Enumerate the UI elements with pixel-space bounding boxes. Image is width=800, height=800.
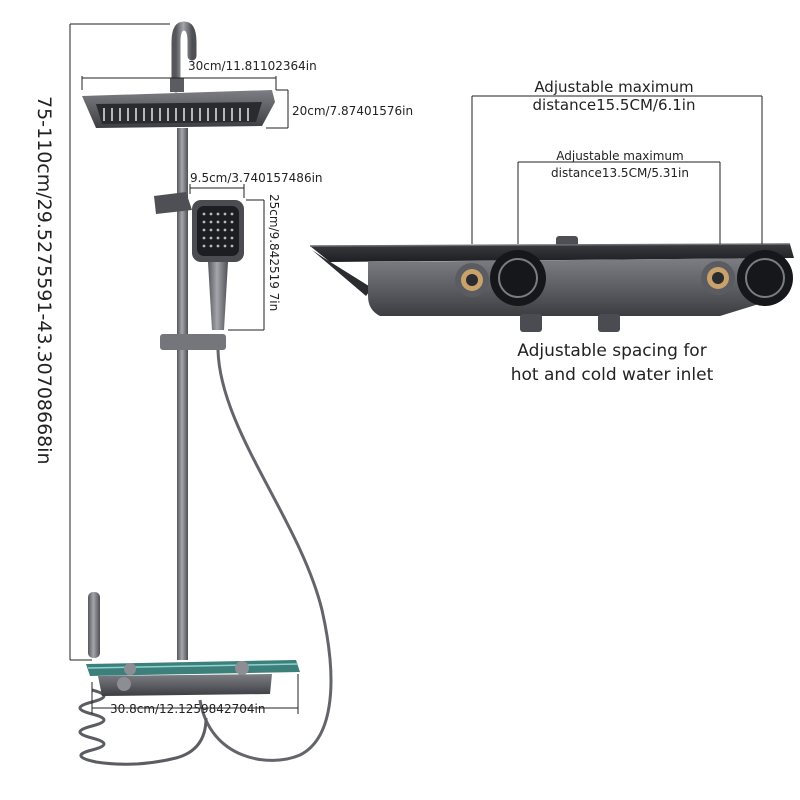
head-connector	[170, 78, 184, 92]
bottom-outlet-right	[598, 314, 620, 332]
overall-height-label: 75-110cm/29.5275591-43.30708668in	[33, 96, 55, 465]
shelf-knob-left	[117, 677, 131, 691]
upper-holder	[154, 192, 192, 214]
handheld-shower	[192, 200, 244, 330]
max-distance-outer-line2: distance15.5CM/6.1in	[533, 96, 696, 114]
handheld-width-label: 9.5cm/3.740157486in	[190, 171, 323, 185]
glass-shelf	[310, 244, 794, 262]
left-dimension-lines	[69, 23, 299, 714]
coiled-hose	[78, 688, 208, 766]
shower-hose	[198, 349, 333, 762]
shower-head-nozzles	[103, 108, 249, 121]
max-distance-outer-line1: Adjustable maximum	[534, 78, 693, 96]
right-dimension-lines	[471, 95, 763, 244]
shower-set	[78, 21, 333, 766]
shelf-body	[98, 674, 272, 696]
spacing-note-line2: hot and cold water inlet	[511, 365, 714, 385]
handheld-length-label: 25cm/9.842519 7in	[267, 194, 281, 311]
shelf-knob-right	[235, 661, 249, 675]
spacing-note-line1: Adjustable spacing for	[517, 341, 706, 361]
head-depth-label: 20cm/7.87401576in	[292, 104, 413, 118]
head-width-label: 30cm/11.81102364in	[188, 59, 317, 73]
max-distance-inner-line1: Adjustable maximum	[556, 149, 683, 163]
max-distance-inner-line2: distance13.5CM/5.31in	[551, 166, 689, 180]
main-riser-pipe	[177, 128, 188, 660]
gooseneck-pipe	[171, 21, 197, 93]
bottom-outlet-left	[520, 314, 542, 332]
bidet-sprayer	[88, 592, 100, 658]
slider-bracket	[160, 334, 226, 350]
shelf-width-label: 30.8cm/12.1259842704in	[110, 702, 265, 716]
shelf-detail	[309, 236, 794, 332]
